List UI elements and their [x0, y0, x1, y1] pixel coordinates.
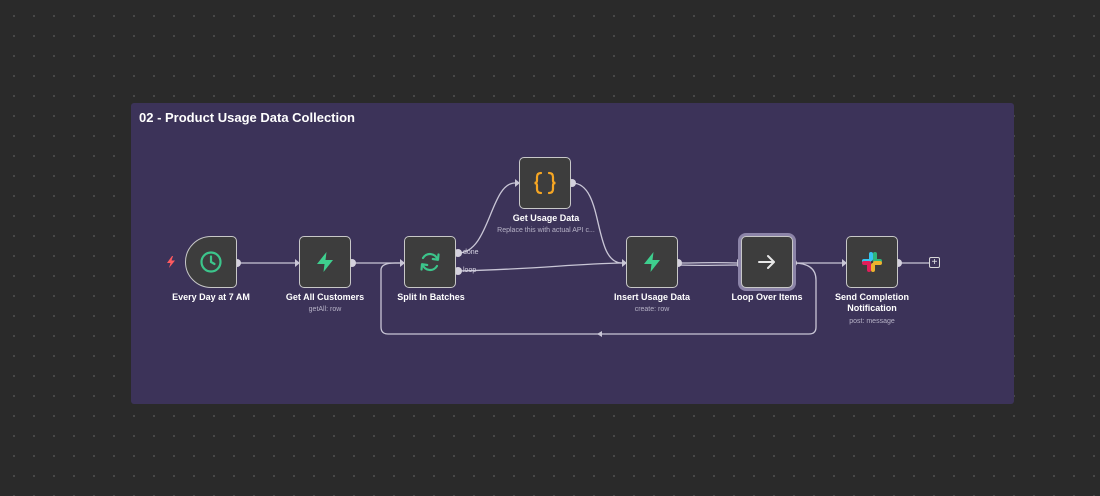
node-split-in-batches[interactable]: [404, 236, 456, 288]
port-label-done: done: [463, 249, 479, 256]
supabase-bolt-icon: [317, 252, 333, 272]
node-insert-usage-data[interactable]: [626, 236, 678, 288]
node-subtitle: post: message: [849, 318, 895, 325]
output-port-done: [454, 249, 462, 257]
node-subtitle: Replace this with actual API c...: [497, 227, 595, 234]
connection-arrow: [295, 259, 300, 267]
output-port-loop: [454, 267, 462, 275]
connection-arrow: [622, 259, 627, 267]
supabase-bolt-icon: [644, 252, 660, 272]
connection: [571, 182, 623, 264]
sticky-note-title: 02 - Product Usage Data Collection: [139, 110, 355, 125]
connection-arrow: [737, 259, 742, 267]
node-label: Send Completion Notification: [835, 292, 909, 313]
connection-arrow: [842, 259, 847, 267]
clock-icon: [200, 251, 222, 273]
node-label: Every Day at 7 AM: [172, 292, 250, 302]
node-every-day-at-7-am[interactable]: [185, 236, 237, 288]
node-label: Loop Over Items: [731, 292, 803, 302]
node-loop-over-items[interactable]: [741, 236, 793, 288]
loop-back-arrow: [597, 331, 602, 337]
arrow-right-icon: [758, 255, 775, 269]
node-label: Split In Batches: [397, 292, 465, 302]
node-label: Get Usage Data: [512, 213, 580, 223]
slack-icon: [862, 252, 882, 272]
node-get-all-customers[interactable]: [299, 236, 351, 288]
refresh-arrows-icon: [420, 252, 440, 272]
curly-braces-icon: [534, 171, 556, 195]
node-label: Insert Usage Data: [613, 292, 691, 302]
node-send-completion-notification[interactable]: [846, 236, 898, 288]
node-label: Get All Customers: [285, 292, 365, 302]
connection: [380, 262, 817, 335]
node-subtitle: create: row: [634, 306, 670, 313]
trigger-bolt-icon: [167, 256, 175, 268]
connection: [457, 182, 516, 254]
connection-arrow: [400, 259, 405, 267]
add-node-button[interactable]: +: [929, 257, 940, 268]
connection-arrow: [515, 179, 520, 187]
node-subtitle: getAll: row: [308, 306, 342, 313]
connection: [457, 262, 623, 272]
port-label-loop: loop: [463, 267, 477, 274]
node-get-usage-data[interactable]: [519, 157, 571, 209]
